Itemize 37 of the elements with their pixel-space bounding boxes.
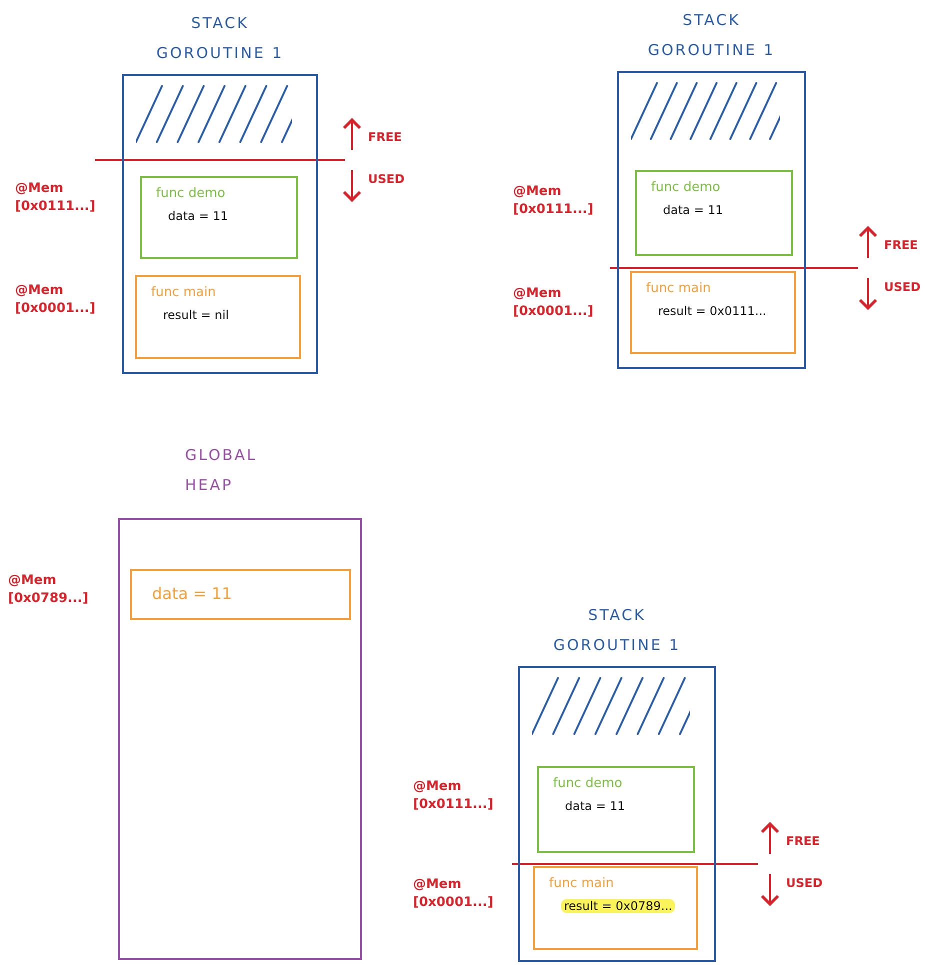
memory-label: USED xyxy=(884,280,921,294)
stack-frame xyxy=(135,275,301,359)
function-name: func demo xyxy=(651,180,722,195)
function-name: func main xyxy=(646,281,712,296)
stack-heading: STACK GOROUTINE 1 xyxy=(646,10,776,61)
stack-frame xyxy=(635,170,793,256)
stack-frame xyxy=(140,176,298,259)
address-label: @Mem [0x0001...] xyxy=(413,876,494,912)
variable-value: result = 0x0111... xyxy=(658,304,766,318)
variable-value: data = 11 xyxy=(168,209,228,223)
address-label: @Mem [0x0001...] xyxy=(513,285,594,321)
function-name: func main xyxy=(549,876,615,891)
memory-label: FREE xyxy=(786,834,820,848)
variable-value: data = 11 xyxy=(565,799,625,813)
heap-heading: GLOBAL HEAP xyxy=(185,445,258,496)
address-label: @Mem [0x0111...] xyxy=(15,180,96,216)
variable-value: data = 11 xyxy=(152,584,232,603)
stack-heading: STACK GOROUTINE 1 xyxy=(552,605,682,656)
variable-value: result = nil xyxy=(163,308,229,322)
stack-frame xyxy=(537,766,695,853)
address-label: @Mem [0x0001...] xyxy=(15,282,96,318)
memory-label: USED xyxy=(368,172,405,186)
stack-heading: STACK GOROUTINE 1 xyxy=(155,13,285,64)
stack-frame xyxy=(533,866,698,950)
function-name: func demo xyxy=(156,186,226,201)
address-label: @Mem [0x0111...] xyxy=(413,778,494,814)
function-name: func main xyxy=(151,285,217,300)
memory-label: FREE xyxy=(884,238,918,252)
memory-label: FREE xyxy=(368,130,402,144)
address-label: @Mem [0x0111...] xyxy=(513,183,594,219)
memory-label: USED xyxy=(786,876,823,890)
variable-value: result = 0x0789... xyxy=(561,899,676,913)
variable-value: data = 11 xyxy=(663,203,723,217)
heap-object xyxy=(130,569,351,620)
stack-frame xyxy=(630,271,796,354)
function-name: func demo xyxy=(553,776,624,791)
address-label: @Mem [0x0789...] xyxy=(8,572,90,608)
